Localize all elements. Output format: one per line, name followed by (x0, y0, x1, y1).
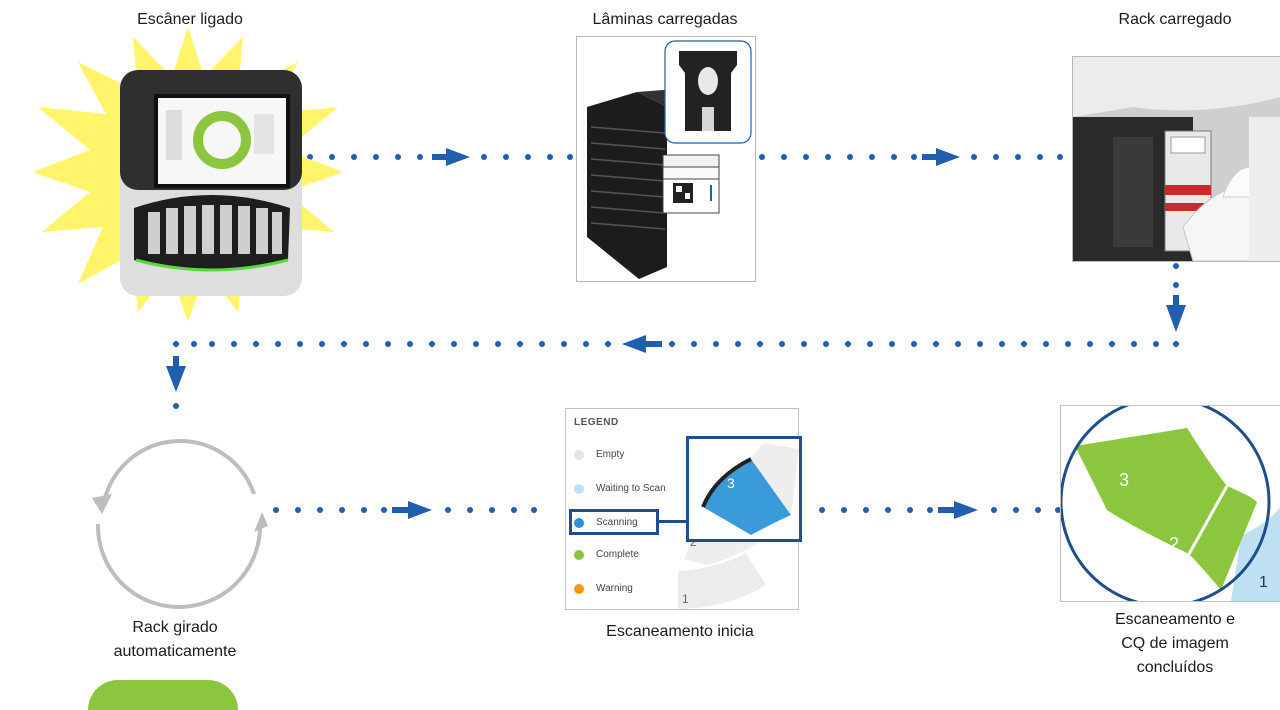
arrow-down-to-rotation (166, 356, 186, 409)
legend-item-scanning: Scanning (574, 517, 638, 528)
scanner-device-icon (120, 70, 302, 296)
scanning-slot-number: 3 (727, 475, 735, 491)
arrow-rack-down (1166, 263, 1186, 347)
done-slot-number-a: 3 (1119, 470, 1130, 490)
step-scan-done-label: Escaneamento e CQ de imagem concluídos (1080, 608, 1270, 680)
legend-dot-empty-icon (574, 449, 584, 460)
slide-rack-icon (587, 40, 752, 279)
done-slot-number-b: 2 (1169, 534, 1180, 554)
legend-dot-warning-icon (574, 583, 584, 594)
legend-label-empty: Empty (596, 449, 625, 460)
rotation-cycle-icon (92, 439, 268, 609)
arrow-slides-to-rack (759, 148, 1063, 166)
legend-dot-scanning-icon (574, 517, 584, 528)
green-status-arc (88, 680, 238, 710)
rack-rotated-line-1: Rack girado (132, 619, 218, 636)
rack-clip-icon (679, 51, 737, 131)
legend-label-complete: Complete (596, 549, 639, 560)
rack-loaded-photo-frame (1072, 56, 1280, 262)
scanning-highlight-box (569, 509, 659, 535)
slides-rack-photo-frame (576, 36, 756, 282)
legend-item-empty: Empty (574, 449, 624, 460)
arrow-scan-to-done (819, 501, 1061, 519)
arrow-rotation-to-scan (273, 501, 537, 519)
step-rack-loaded-label: Rack carregado (1118, 11, 1232, 28)
legend-title: LEGEND (574, 417, 619, 428)
scanning-zoom-box: 3 (686, 436, 802, 542)
rack-rotated-line-2: automaticamente (113, 643, 237, 660)
legend-label-waiting: Waiting to Scan (596, 483, 666, 494)
step-scanner-on-label: Escâner ligado (137, 11, 243, 28)
legend-dot-waiting-icon (574, 483, 584, 494)
complete-slots-zoom-icon (1061, 406, 1280, 601)
step-scan-starts-label: Escaneamento inicia (606, 623, 754, 640)
legend-item-waiting: Waiting to Scan (574, 483, 666, 494)
scanning-slot-icon (701, 443, 799, 535)
legend-label-scanning: Scanning (596, 517, 638, 528)
legend-item-complete: Complete (574, 549, 639, 560)
slot-number-mid: 2 (690, 535, 697, 549)
arrow-scanner-to-slides (307, 148, 573, 166)
scan-done-line-2: CQ de imagem (1121, 635, 1229, 652)
legend-dot-complete-icon (574, 549, 584, 560)
scan-complete-frame: 3 2 1 (1060, 405, 1280, 602)
scan-done-line-1: Escaneamento e (1114, 611, 1236, 628)
step-slides-loaded-label: Lâminas carregadas (592, 11, 738, 28)
legend-item-warning: Warning (574, 583, 633, 594)
highlight-connector-line (659, 520, 688, 523)
slot-number-bottom: 1 (682, 592, 689, 606)
process-flow-arrows (166, 148, 1186, 519)
arrow-return-left (173, 335, 1159, 353)
done-slot-number-c: 1 (1259, 574, 1268, 591)
scanner-illustration (33, 27, 343, 322)
scan-done-line-3: concluídos (1136, 659, 1214, 676)
rack-insertion-icon (1073, 57, 1280, 261)
step-rack-rotated-label: Rack girado automaticamente (80, 616, 270, 664)
legend-label-warning: Warning (596, 583, 633, 594)
